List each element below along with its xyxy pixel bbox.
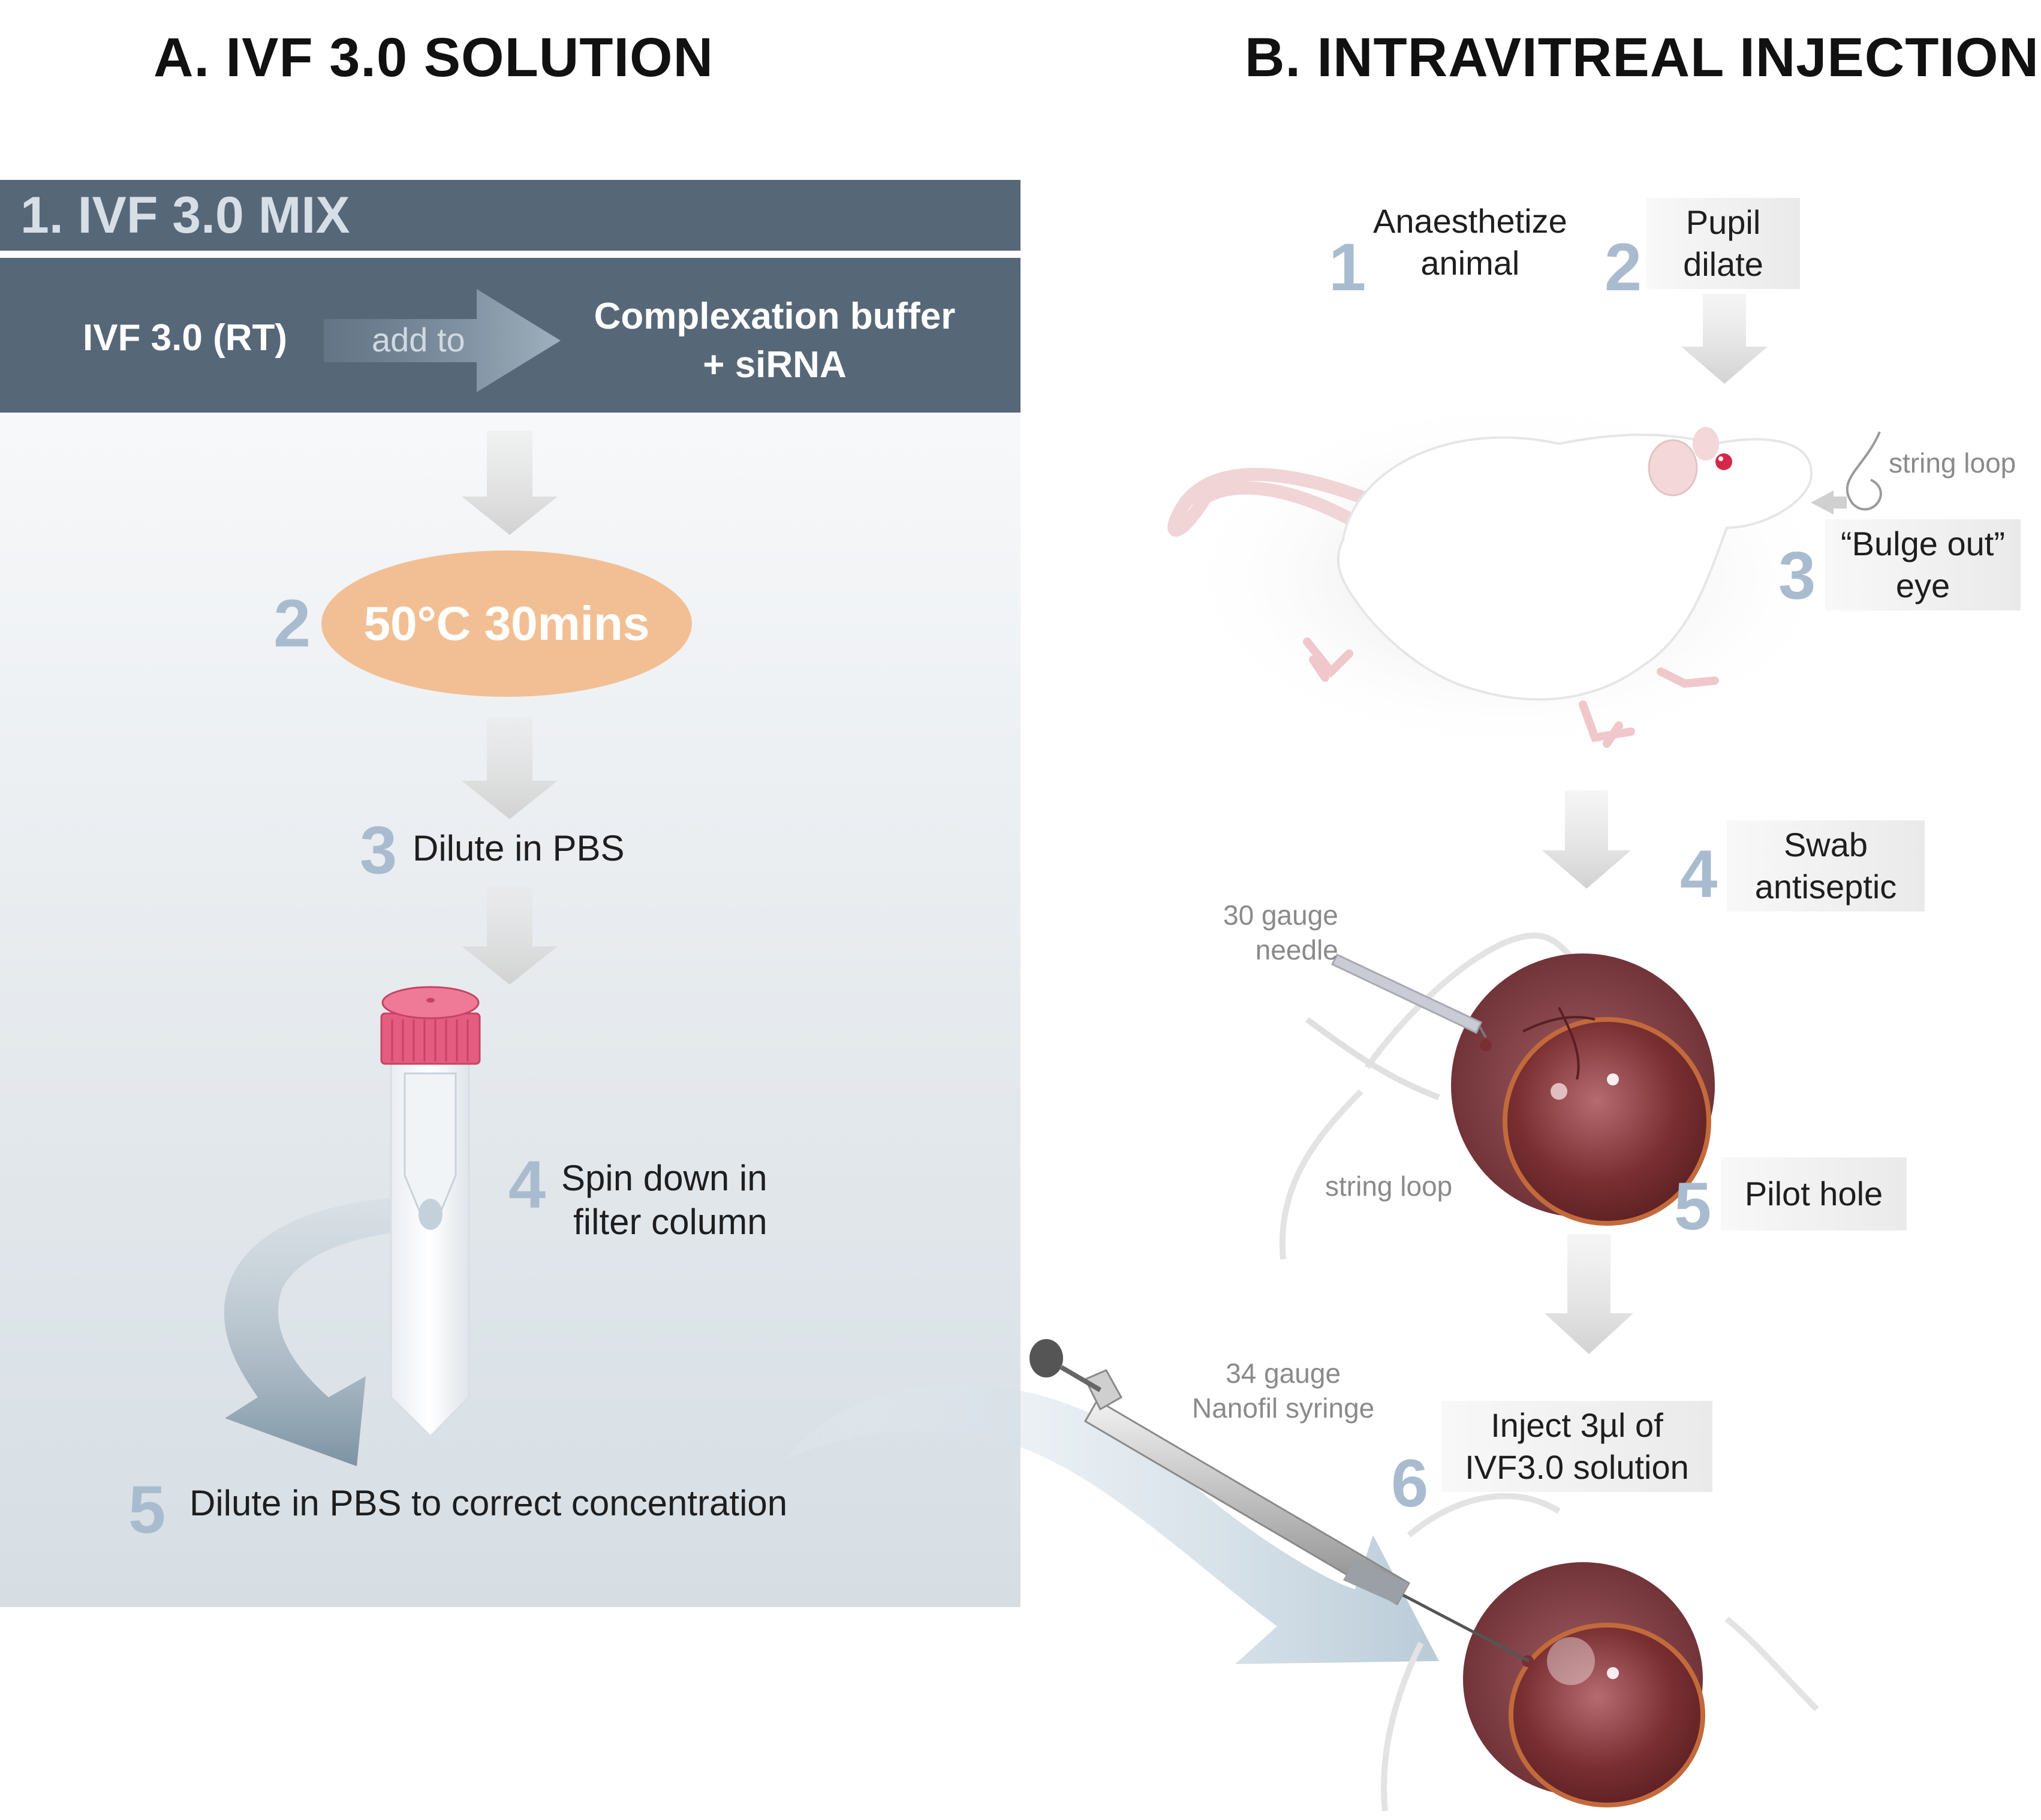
step-label-line2: IVF3.0 solution bbox=[1465, 1448, 1689, 1486]
step-number: 4 bbox=[1680, 837, 1718, 911]
incubation-oval: 50°C 30mins bbox=[321, 550, 692, 697]
step-label: Spin down in filter column bbox=[561, 1156, 767, 1244]
curved-arrow-icon bbox=[224, 1196, 420, 1466]
step-label: Dilute in PBS to correct concentration bbox=[189, 1483, 788, 1523]
step-label-line1: Anaesthetize bbox=[1373, 202, 1567, 240]
down-arrow-icon bbox=[1681, 294, 1768, 384]
needle-label-line1: 30 gauge bbox=[1223, 900, 1338, 931]
step-label-line1: Swab bbox=[1783, 826, 1868, 864]
step-label: “Bulge out” eye bbox=[1825, 519, 2021, 610]
syringe-label: 34 gauge Nanofil syringe bbox=[1192, 1356, 1374, 1425]
mix-target-label: Complexation buffer + siRNA bbox=[571, 295, 979, 386]
string-loop-label: string loop bbox=[1325, 1171, 1453, 1202]
step-number: 3 bbox=[360, 813, 398, 888]
step-number: 1 bbox=[1329, 230, 1366, 305]
step-number: 2 bbox=[1604, 230, 1642, 305]
down-arrow-icon bbox=[462, 431, 558, 535]
syringe-label-line1: 34 gauge bbox=[1226, 1358, 1341, 1389]
mix-header-bar: 1. IVF 3.0 MIX bbox=[0, 180, 1020, 251]
step-label-line1: Inject 3µl of bbox=[1491, 1406, 1663, 1444]
step-label-line2: filter column bbox=[573, 1202, 767, 1243]
needle-label-line2: needle bbox=[1255, 934, 1338, 965]
step-number: 5 bbox=[128, 1472, 166, 1547]
step-label-line2: eye bbox=[1895, 567, 1950, 604]
tube-illustration bbox=[380, 986, 481, 1438]
needle-label: 30 gauge needle bbox=[1223, 898, 1338, 967]
string-loop-label: string loop bbox=[1889, 447, 2016, 479]
down-arrow-icon bbox=[462, 886, 558, 985]
step-number: 5 bbox=[1674, 1169, 1712, 1244]
syringe-label-line2: Nanofil syringe bbox=[1192, 1392, 1375, 1424]
step-label: Anaesthetize animal bbox=[1373, 200, 1567, 284]
incubation-label: 50°C 30mins bbox=[363, 597, 650, 650]
down-arrow-icon bbox=[1545, 1234, 1633, 1354]
panel-a-title: A. IVF 3.0 SOLUTION bbox=[153, 27, 714, 88]
eye-illustration bbox=[1279, 932, 1715, 1260]
right-arrow-icon bbox=[1811, 491, 1847, 515]
step-number: 6 bbox=[1391, 1446, 1429, 1521]
eye-illustration bbox=[1381, 1493, 1819, 1812]
step-label-line1: Pupil bbox=[1685, 203, 1761, 241]
step-label: Pilot hole bbox=[1721, 1157, 1907, 1231]
step-number: 4 bbox=[508, 1147, 546, 1222]
step-label: Inject 3µl of IVF3.0 solution bbox=[1441, 1401, 1712, 1492]
mix-action-label: add to bbox=[372, 321, 465, 359]
step-label: Dilute in PBS bbox=[413, 828, 625, 868]
panel-b-title: B. INTRAVITREAL INJECTION bbox=[1245, 27, 2039, 88]
step-number: 3 bbox=[1778, 538, 1816, 613]
down-arrow-icon bbox=[1542, 790, 1631, 889]
down-arrow-icon bbox=[462, 717, 558, 819]
step-label: Swab antiseptic bbox=[1727, 820, 1925, 911]
step-label-line1: Spin down in bbox=[561, 1158, 767, 1198]
curved-arrow-icon bbox=[785, 1385, 1439, 1664]
mix-source-label: IVF 3.0 (RT) bbox=[83, 317, 288, 359]
mix-target-line1: Complexation buffer bbox=[594, 296, 956, 337]
step-label: Pupil dilate bbox=[1646, 198, 1800, 289]
mix-header-title: 1. IVF 3.0 MIX bbox=[20, 186, 350, 244]
step-number: 2 bbox=[273, 586, 311, 661]
step-label-line1: “Bulge out” bbox=[1841, 525, 2005, 562]
rat-illustration bbox=[1167, 396, 1882, 756]
syringe-illustration bbox=[1029, 1339, 1530, 1663]
step-label-line2: animal bbox=[1420, 244, 1520, 282]
step-label-line2: dilate bbox=[1683, 245, 1763, 283]
needle-illustration bbox=[1330, 953, 1487, 1038]
mix-target-line2: + siRNA bbox=[703, 344, 847, 386]
step-label-line2: antiseptic bbox=[1754, 868, 1897, 906]
add-to-arrow-icon bbox=[324, 289, 561, 392]
